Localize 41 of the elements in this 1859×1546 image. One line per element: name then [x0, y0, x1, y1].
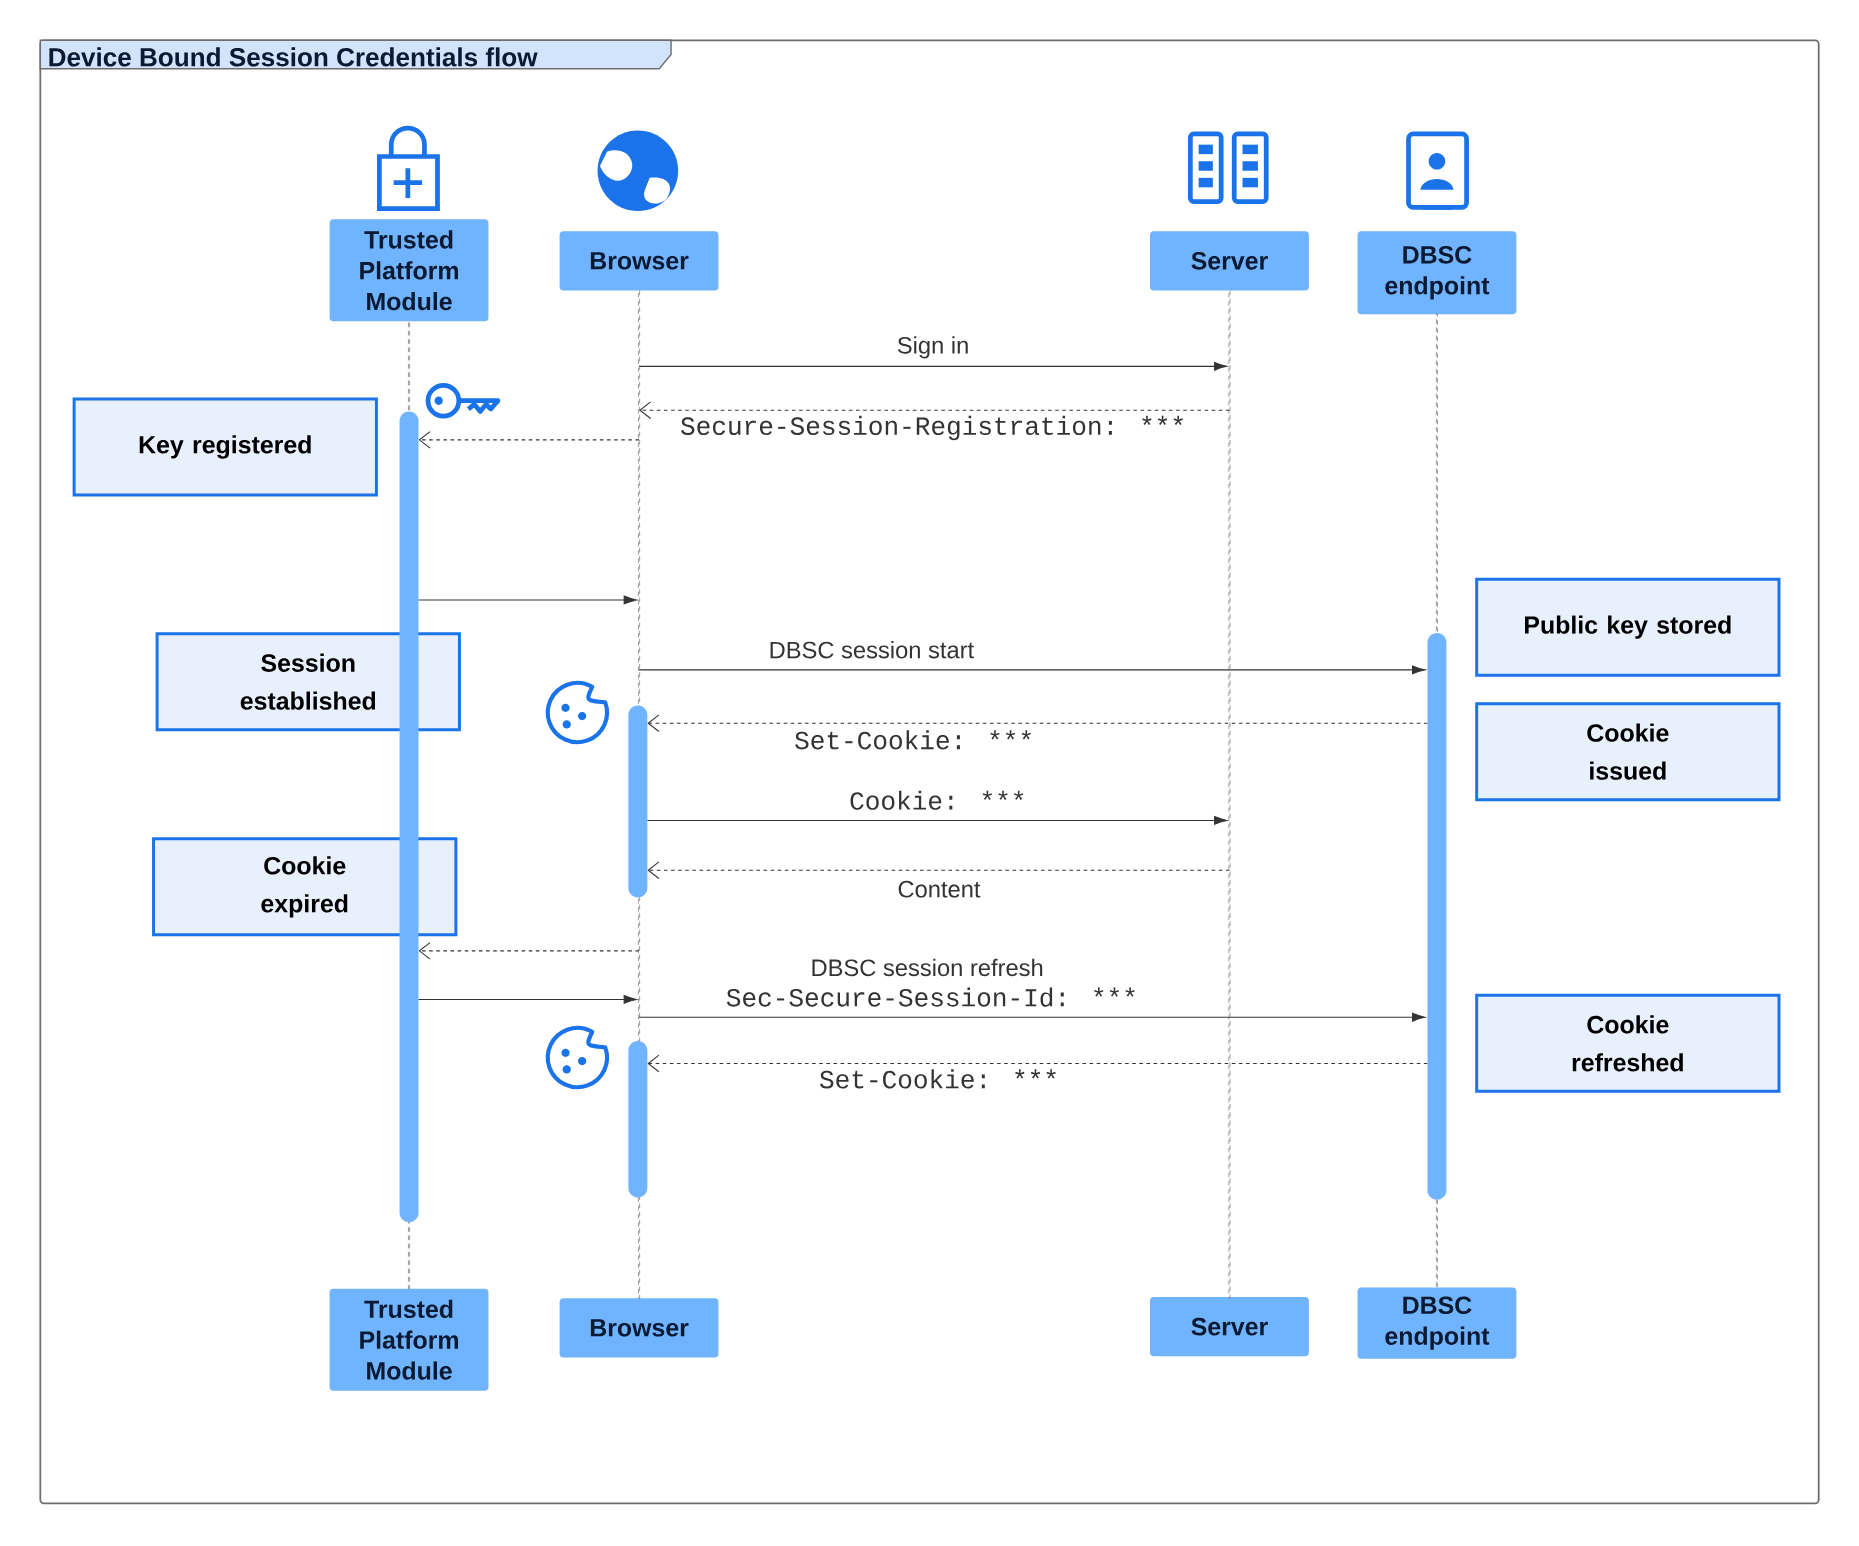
- message-label: Secure-Session-Registration: ***: [678, 414, 1188, 442]
- title-tab: Device Bound Session Credentials flow: [39, 39, 672, 70]
- message-label: Cookie: ***: [847, 789, 1028, 812]
- activation-bar: [628, 705, 648, 898]
- activation-bar: [399, 411, 419, 1223]
- participant-box: Trusted Platform Module: [329, 1288, 489, 1391]
- note-box: Cookie expired: [152, 837, 458, 937]
- message-arrow: [647, 861, 1230, 880]
- participant-box: Server: [1150, 231, 1309, 291]
- message-label: Content: [896, 879, 982, 899]
- note-box: Cookie issued: [1475, 702, 1781, 802]
- note-box: Key registered: [72, 397, 378, 497]
- message-label: Sign in: [895, 335, 971, 360]
- message-arrow: [418, 595, 637, 605]
- message-arrow: [639, 401, 1230, 420]
- message-arrow: [418, 431, 640, 449]
- message-arrow: [638, 665, 1426, 675]
- message-arrow: [418, 942, 640, 960]
- message-arrow: [646, 816, 1228, 825]
- participant-box: DBSC endpoint: [1357, 231, 1517, 315]
- message-label: DBSC session refresh: [809, 957, 1045, 978]
- participant-box: Browser: [559, 231, 719, 291]
- participant-box: DBSC endpoint: [1357, 1287, 1517, 1359]
- message-arrow: [638, 1012, 1426, 1022]
- note-box: Public key stored: [1475, 577, 1781, 677]
- activation-bar: [628, 1040, 648, 1198]
- message-label: Set-Cookie: ***: [817, 1068, 1061, 1090]
- message-arrow: [638, 361, 1228, 371]
- message-label: DBSC session start: [767, 639, 976, 660]
- note-box: Cookie refreshed: [1475, 993, 1781, 1093]
- activation-bar: [1427, 633, 1447, 1200]
- note-box: Session established: [155, 632, 461, 732]
- header-label: Sec-Secure-Session-Id: ***: [724, 986, 1140, 1008]
- message-arrow: [647, 1054, 1428, 1073]
- message-label: Set-Cookie: ***: [792, 729, 1036, 751]
- message-arrow: [647, 714, 1428, 733]
- message-arrow: [418, 995, 637, 1004]
- participant-box: Trusted Platform Module: [329, 219, 489, 322]
- lifeline: [1228, 290, 1231, 1299]
- participant-box: Browser: [559, 1298, 719, 1358]
- participant-box: Server: [1150, 1297, 1309, 1357]
